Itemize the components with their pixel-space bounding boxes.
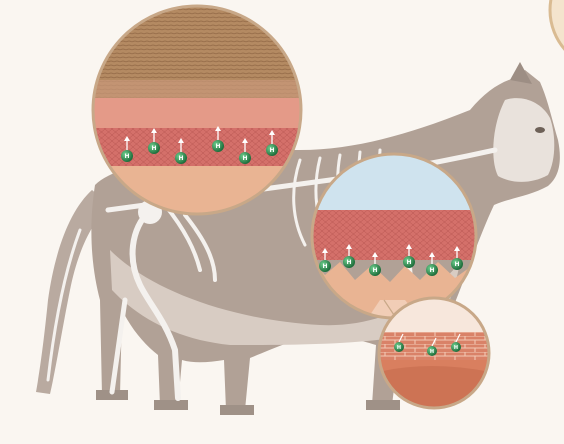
molecule-label: H xyxy=(215,143,220,150)
molecule-label: H xyxy=(372,267,377,274)
molecule-label: H xyxy=(242,155,247,162)
molecule-label: H xyxy=(429,267,434,274)
molecule-label: H xyxy=(397,345,401,351)
molecule-label: H xyxy=(178,155,183,162)
molecule-label: H xyxy=(406,259,411,266)
molecule-label: H xyxy=(322,263,327,270)
molecule-label: H xyxy=(454,261,459,268)
magnifier-cells: H H H xyxy=(378,296,490,410)
molecule-label: H xyxy=(346,259,351,266)
cat-eye xyxy=(535,127,545,133)
molecule-label: H xyxy=(124,153,129,160)
molecule-label: H xyxy=(454,345,458,351)
molecule-label: H xyxy=(151,145,156,152)
molecule-label: H xyxy=(269,147,274,154)
molecule-label: H xyxy=(430,349,434,355)
